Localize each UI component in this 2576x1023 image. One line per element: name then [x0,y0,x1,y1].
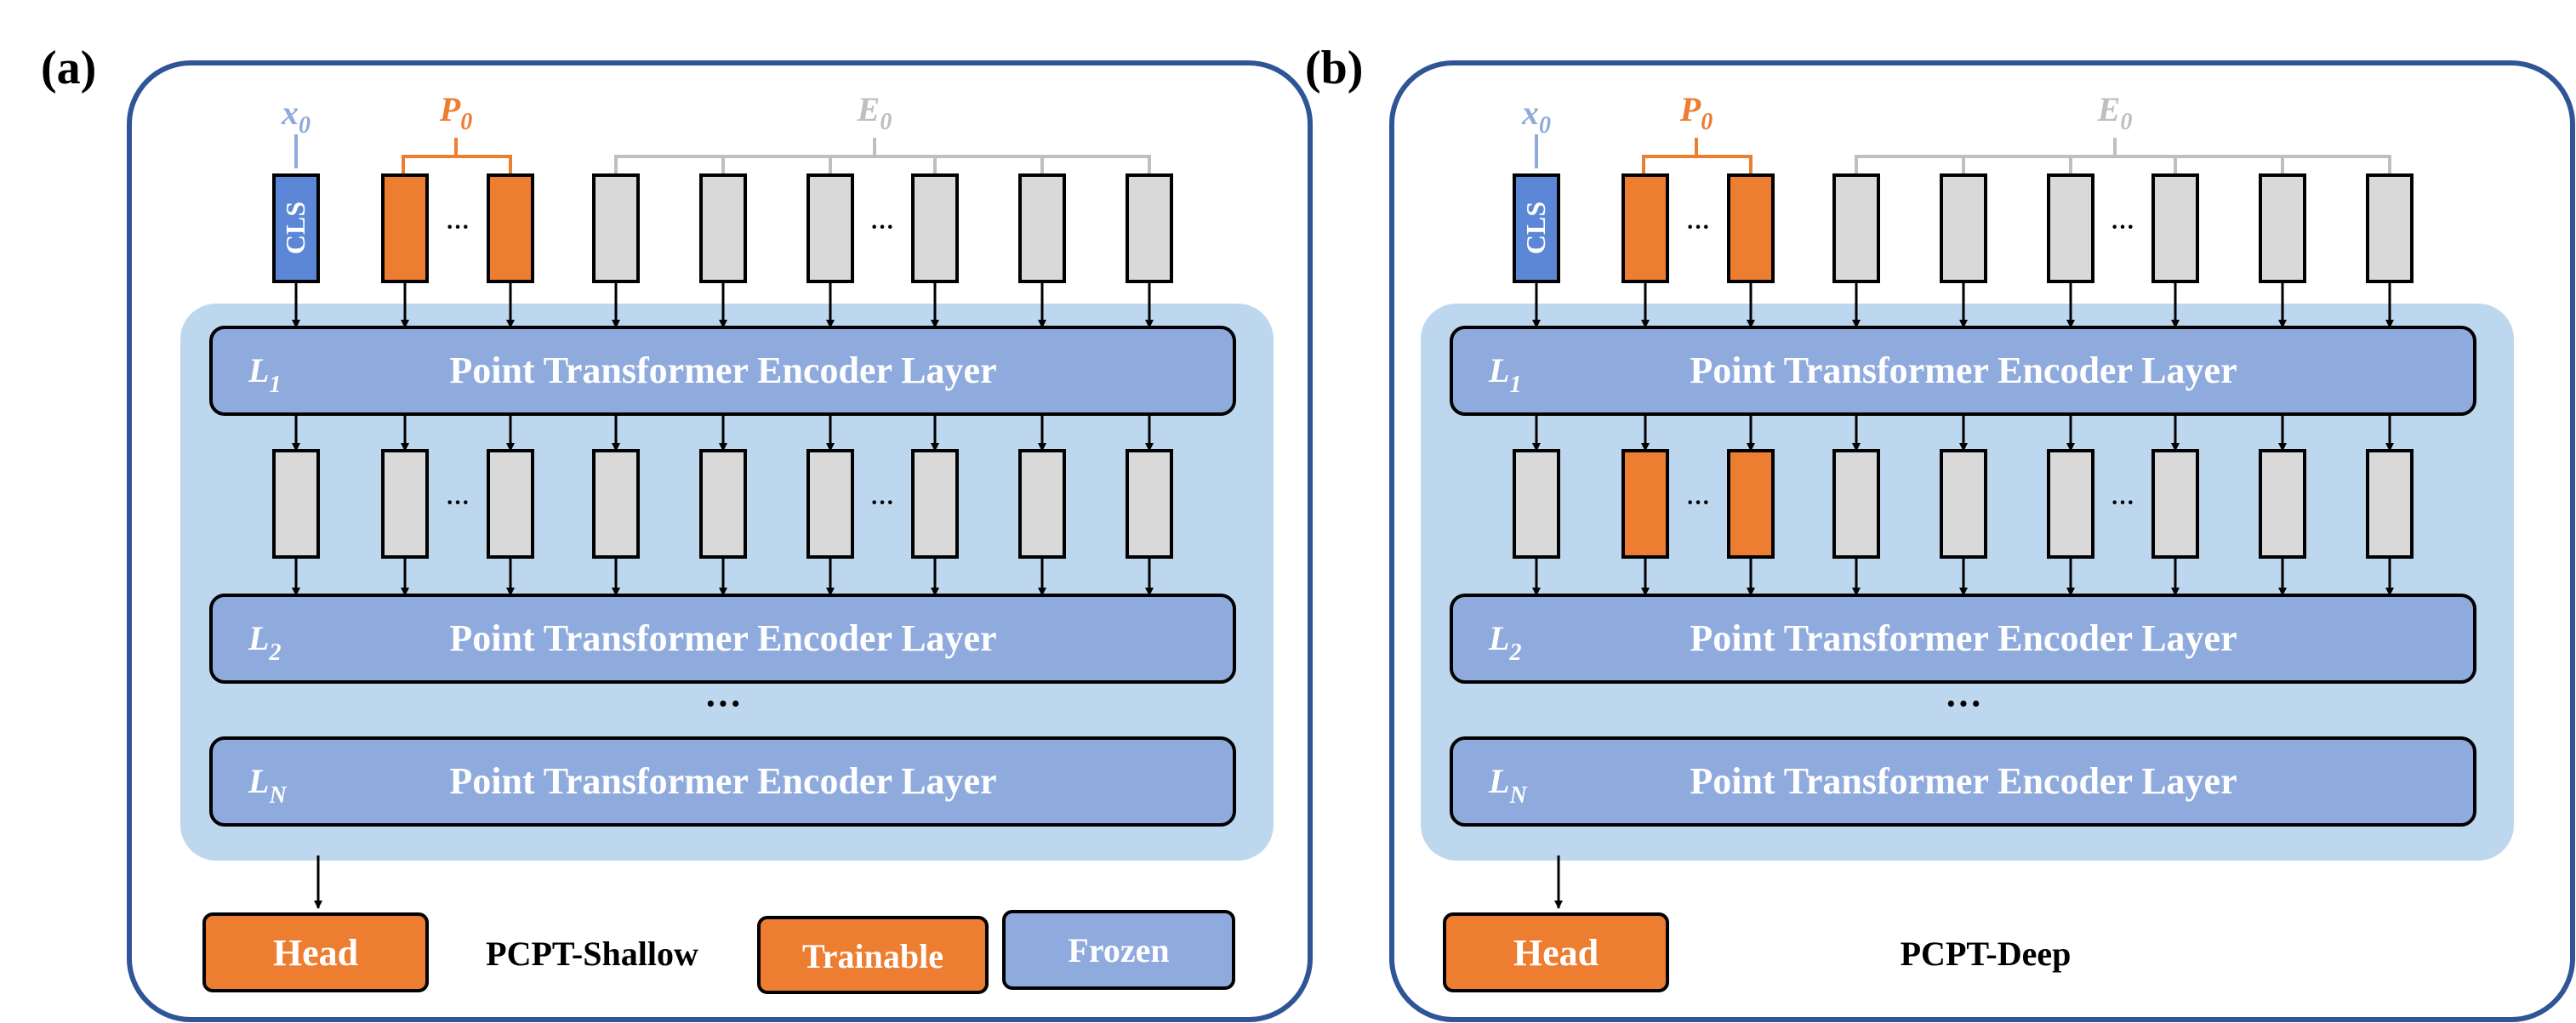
layer1-output-arrows [1532,414,2394,452]
e0-bracket [614,138,1151,175]
layer-index: L1 [248,351,281,398]
cls-token-label: CLS [1520,202,1551,254]
input-arrows [1532,281,2394,328]
embedding-ellipsis: ··· [870,214,894,241]
embedding-token [592,173,640,283]
hidden-token [2259,449,2306,559]
prompt-token [381,173,429,283]
hidden-prompt-token [1727,449,1775,559]
encoder-layer-2 [1450,594,2476,684]
e0-label: E0 [2097,90,2133,135]
layers-ellipsis: ··· [704,683,742,725]
prompt-token [1621,173,1669,283]
cls-token-label: CLS [280,202,311,254]
hidden-token [1018,449,1066,559]
embedding-token [2151,173,2199,283]
panel-a: (a) x0 P0 E0 CLS ··· ··· [41,42,1313,1022]
layer-title: Point Transformer Encoder Layer [1690,350,2237,391]
layers-ellipsis: ··· [1945,683,1982,725]
panel-label: (b) [1305,42,1363,94]
layer-title: Point Transformer Encoder Layer [1690,760,2237,802]
head-label: Head [1513,932,1599,974]
layer-index: LN [1488,762,1528,809]
hidden-prompt-token [1621,449,1669,559]
embedding-token [911,173,959,283]
hidden-token [911,449,959,559]
layer2-input-arrows [1532,557,2394,596]
encoder-block [1421,304,2514,861]
layer2-input-arrows [292,557,1154,596]
layer-index: L2 [1488,619,1521,666]
hidden-token [2151,449,2199,559]
hidden-token [272,449,320,559]
embedding-token [2047,173,2094,283]
p0-label: P0 [439,90,472,135]
encoder-layer-n [209,736,1236,827]
hidden-token [699,449,747,559]
head-label: Head [273,932,358,974]
cls-token [1513,173,1560,283]
hidden-prompt-ellipsis: ··· [446,490,470,516]
hidden-token [2366,449,2414,559]
legend-trainable [757,916,989,994]
layer-index: LN [248,762,288,809]
prompt-token [1727,173,1775,283]
input-arrows [292,281,1154,328]
hidden-prompt-token [487,449,534,559]
hidden-token [2047,449,2094,559]
embedding-token [2259,173,2306,283]
e0-label: E0 [857,90,892,135]
encoder-block [180,304,1274,861]
hidden-token [592,449,640,559]
layer1-output-arrows [292,414,1154,452]
embedding-token [806,173,854,283]
prompt-ellipsis: ··· [1686,214,1710,241]
hidden-token [1940,449,1987,559]
embedding-token [1940,173,1987,283]
embedding-token [699,173,747,283]
prompt-token [487,173,534,283]
legend-trainable-label: Trainable [802,937,943,975]
layer-title: Point Transformer Encoder Layer [449,617,996,659]
hidden-token [806,449,854,559]
p0-bracket [1642,138,1752,175]
hidden-ellipsis: ··· [870,490,894,516]
encoder-layer-n [1450,736,2476,827]
layer-title: Point Transformer Encoder Layer [1690,617,2237,659]
hidden-ellipsis: ··· [2111,490,2134,516]
p0-bracket [402,138,512,175]
hidden-prompt-token [381,449,429,559]
x0-label: x0 [1521,94,1551,139]
hidden-prompt-ellipsis: ··· [1686,490,1710,516]
panel-label: (a) [41,42,96,94]
hidden-token [1832,449,1880,559]
encoder-layer-2 [209,594,1236,684]
layer-title: Point Transformer Encoder Layer [449,350,996,391]
p0-label: P0 [1679,90,1713,135]
layer-index: L2 [248,619,281,666]
panel-b: (b) x0 P0 E0 CLS ··· ··· L1 Point Tran [1305,42,2575,1022]
prompt-ellipsis: ··· [446,214,470,241]
head-box [202,912,429,992]
layer-title: Point Transformer Encoder Layer [449,760,996,802]
embedding-ellipsis: ··· [2111,214,2134,241]
legend-frozen [1002,910,1235,990]
layer-index: L1 [1488,351,1521,398]
embedding-token [2366,173,2414,283]
embedding-token [1018,173,1066,283]
legend-frozen-label: Frozen [1068,931,1169,969]
embedding-token [1832,173,1880,283]
e0-bracket [1855,138,2391,175]
hidden-token [1126,449,1173,559]
x0-label: x0 [281,94,311,139]
head-box [1443,912,1669,992]
method-label: PCPT-Shallow [486,935,698,973]
hidden-token [1513,449,1560,559]
embedding-token [1126,173,1173,283]
method-label: PCPT-Deep [1901,935,2072,973]
